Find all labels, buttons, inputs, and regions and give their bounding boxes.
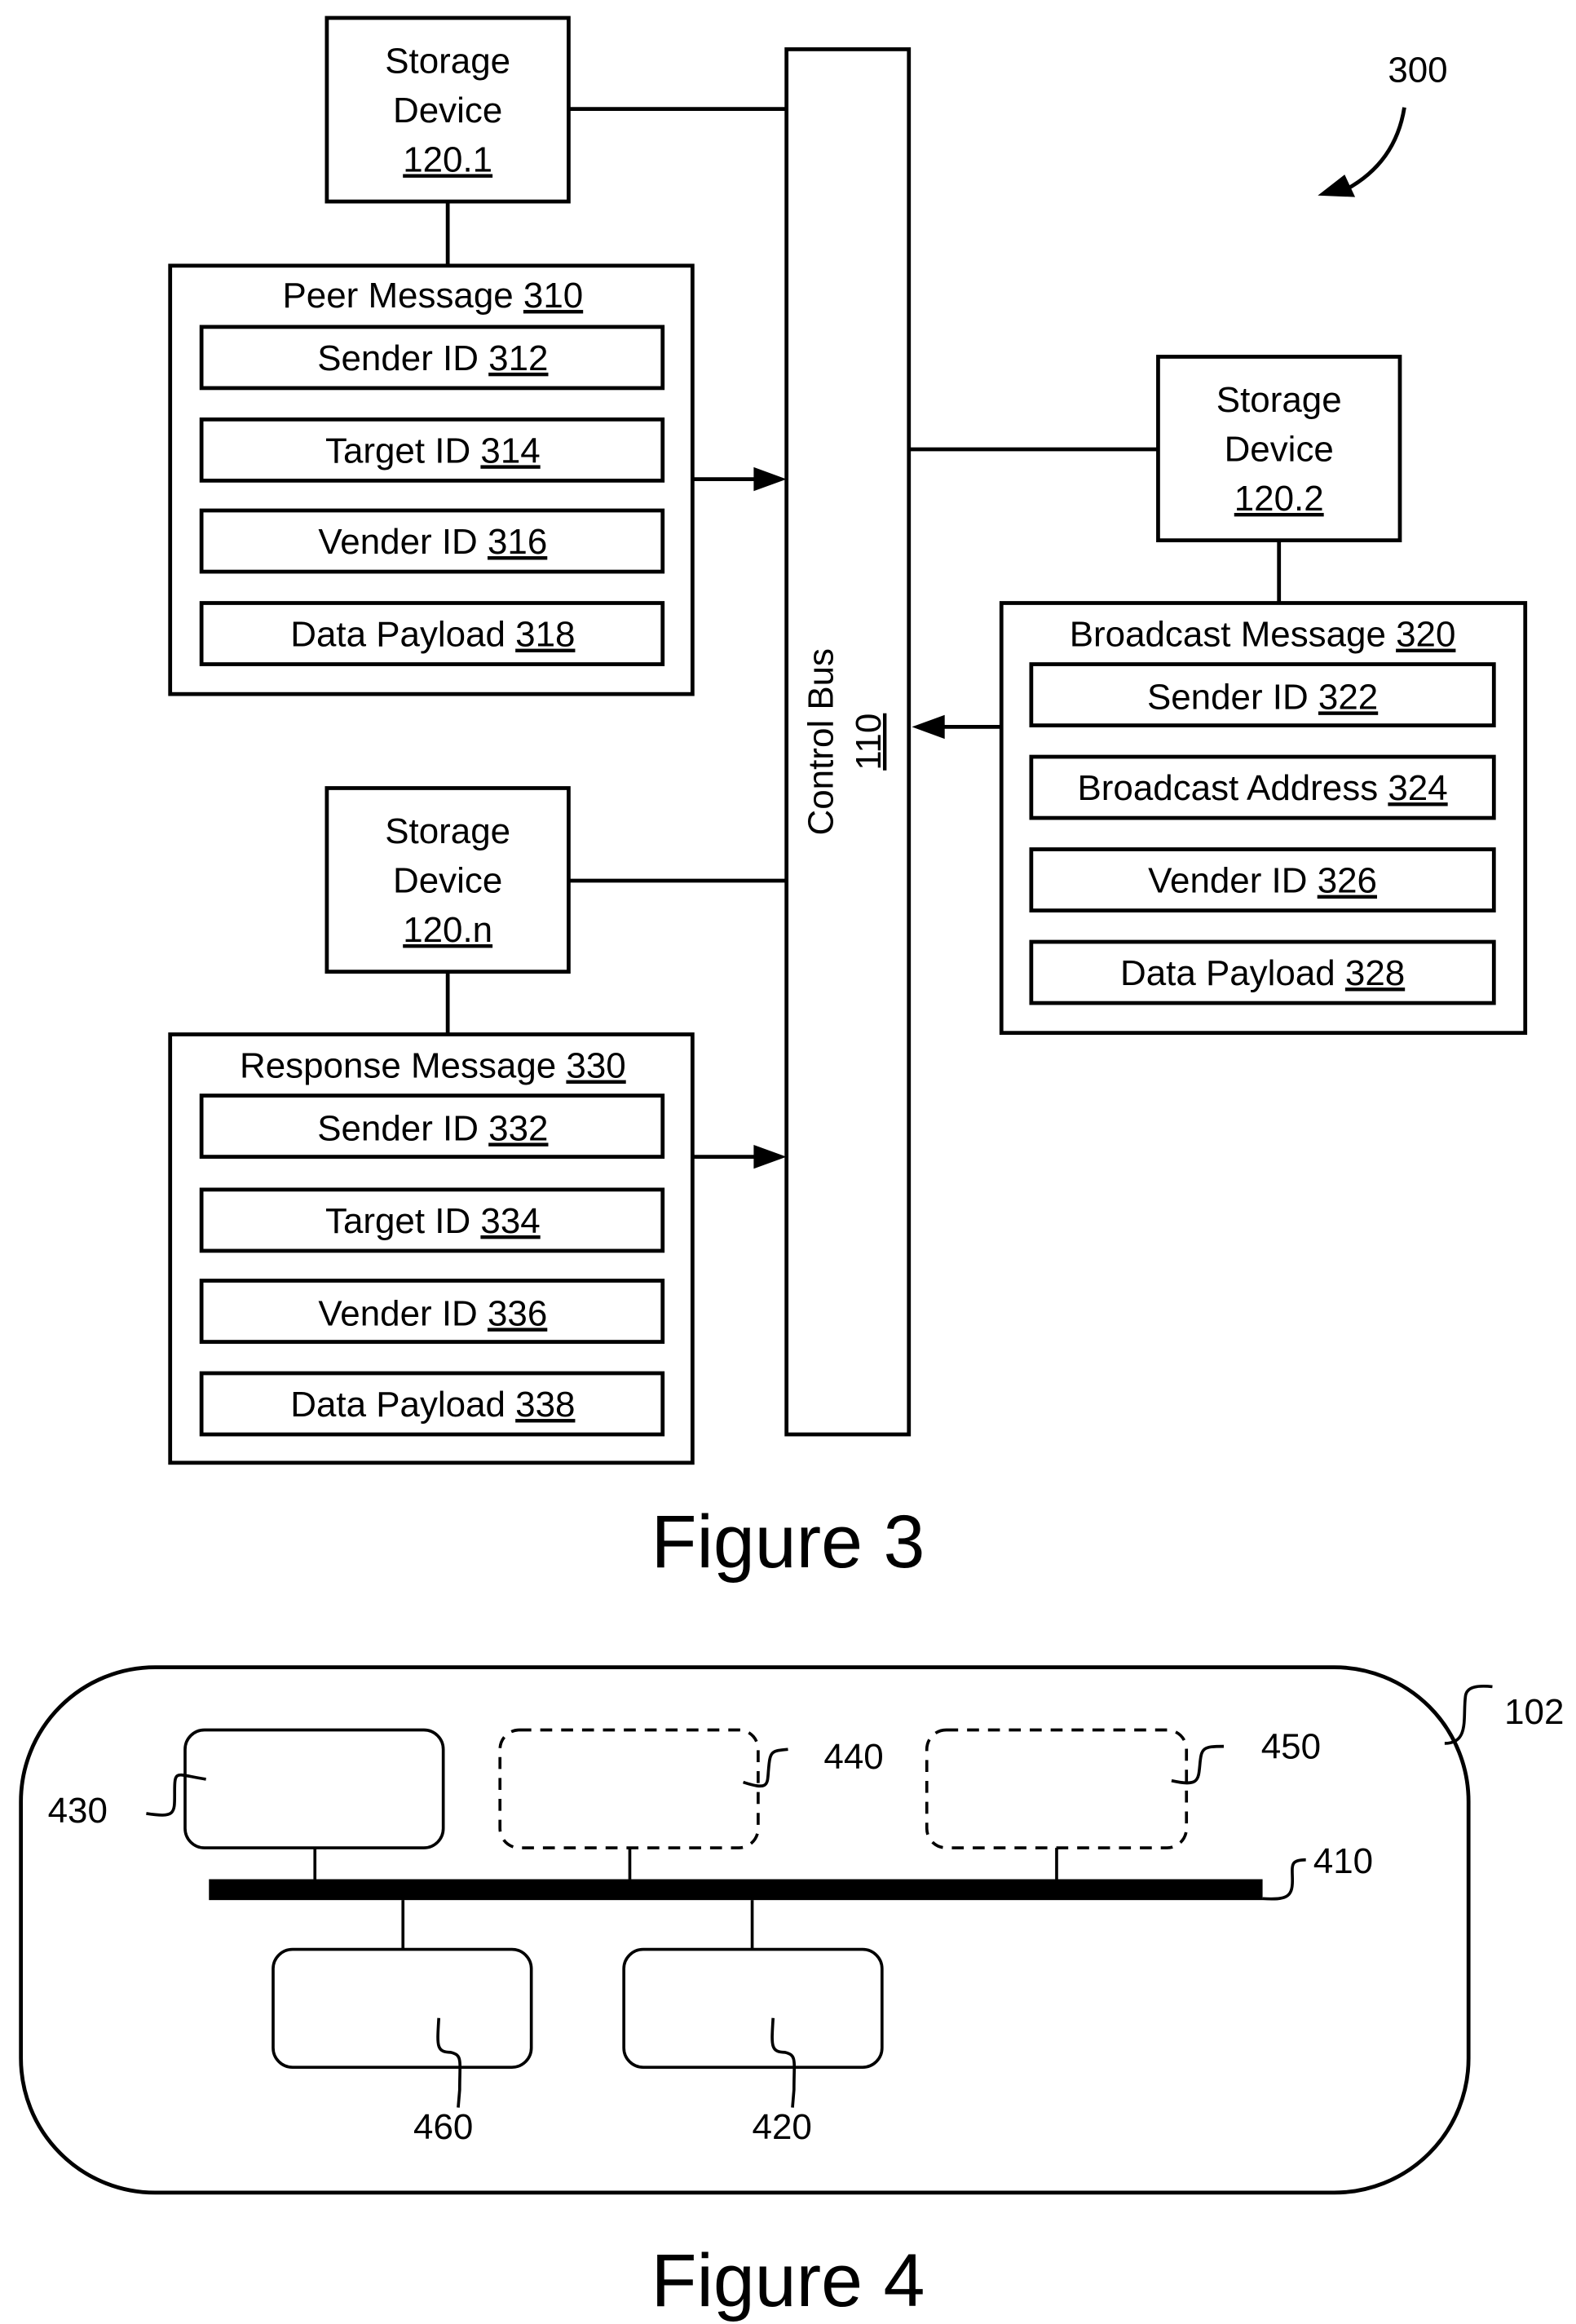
message-field: Sender ID 322 (1031, 665, 1494, 726)
peer-message-block: Peer Message 310 Sender ID 312 Target ID… (170, 266, 693, 694)
component-460 (273, 1950, 532, 2068)
message-field: Vender ID 336 (201, 1281, 663, 1342)
ref-410: 410 (1313, 1841, 1373, 1881)
figure-reference: 300 (1388, 51, 1447, 91)
message-field: Broadcast Address 324 (1031, 757, 1494, 818)
broadcast-message-block: Broadcast Message 320 Sender ID 322 Broa… (1001, 603, 1525, 1032)
message-field: Sender ID 332 (201, 1096, 663, 1157)
reference-arrow-icon (1318, 108, 1404, 197)
message-title: Peer Message (283, 276, 514, 316)
message-ref: 310 (523, 276, 583, 316)
svg-text:Vender ID 336: Vender ID 336 (318, 1293, 547, 1333)
svg-text:Device: Device (1225, 430, 1334, 470)
svg-text:Data Payload 338: Data Payload 338 (290, 1385, 575, 1425)
svg-text:Data Payload 328: Data Payload 328 (1120, 953, 1405, 993)
message-field: Data Payload 338 (201, 1373, 663, 1434)
svg-text:Device: Device (393, 861, 502, 901)
ref-450: 450 (1261, 1726, 1321, 1766)
storage-device-label: Storage (385, 42, 510, 82)
svg-text:Broadcast Address 324: Broadcast Address 324 (1077, 768, 1447, 808)
message-field: Target ID 334 (201, 1190, 663, 1251)
message-title: Broadcast Message (1070, 615, 1386, 655)
svg-text:Sender ID 332: Sender ID 332 (317, 1108, 548, 1148)
component-430 (185, 1730, 444, 1848)
control-bus-label: Control Bus (801, 648, 841, 835)
svg-text:Data Payload 318: Data Payload 318 (290, 615, 575, 655)
svg-text:Response Message 330: Response Message 330 (240, 1046, 626, 1086)
message-field: Vender ID 326 (1031, 850, 1494, 911)
svg-text:Storage: Storage (1216, 380, 1342, 420)
ref-430: 430 (48, 1791, 108, 1831)
figure-4: 102 410 430 440 450 460 420 Figure 4 (21, 1668, 1565, 2322)
svg-text:Sender ID 322: Sender ID 322 (1147, 677, 1378, 717)
arrow-to-bus (692, 1145, 786, 1169)
ref-460: 460 (413, 2107, 473, 2147)
svg-text:Vender ID 326: Vender ID 326 (1148, 861, 1377, 901)
message-field: Data Payload 318 (201, 603, 663, 664)
svg-text:Target ID 334: Target ID 334 (325, 1201, 541, 1241)
storage-device-ref: 120.2 (1234, 479, 1324, 519)
storage-device-120-1: Storage Device 120.1 (327, 18, 569, 201)
svg-text:Sender ID 312: Sender ID 312 (317, 338, 548, 378)
arrow-to-bus (912, 715, 1001, 739)
figure-3: Control Bus 110 Storage Device 120.1 Pee… (170, 18, 1525, 1584)
figure-4-caption: Figure 4 (651, 2239, 925, 2322)
svg-text:Peer Message: Peer Message 310 (283, 276, 584, 316)
bus-410 (209, 1880, 1262, 1901)
component-420 (624, 1950, 882, 2068)
storage-device-120-2: Storage Device 120.2 (1158, 356, 1400, 540)
svg-text:Broadcast Message 320: Broadcast Message 320 (1070, 615, 1456, 655)
storage-device-120-n: Storage Device 120.n (327, 788, 569, 971)
figure-3-caption: Figure 3 (651, 1500, 925, 1584)
message-field: Data Payload 328 (1031, 942, 1494, 1003)
svg-text:Vender ID 316: Vender ID 316 (318, 522, 547, 562)
response-message-block: Response Message 330 Sender ID 332 Targe… (170, 1034, 693, 1462)
storage-device-ref: 120.n (403, 910, 492, 950)
message-field: Sender ID 312 (201, 327, 663, 388)
control-bus-ref: 110 (849, 714, 889, 771)
component-450-optional (927, 1730, 1186, 1848)
message-field: Vender ID 316 (201, 510, 663, 572)
storage-device-label: Device (393, 91, 502, 130)
message-ref: 320 (1396, 615, 1455, 655)
message-field: Target ID 314 (201, 419, 663, 480)
storage-device-ref: 120.1 (403, 140, 492, 180)
message-ref: 330 (566, 1046, 625, 1086)
component-440-optional (500, 1730, 758, 1848)
svg-text:Storage: Storage (385, 811, 510, 851)
message-title: Response Message (240, 1046, 556, 1086)
ref-420: 420 (753, 2107, 812, 2147)
ref-440: 440 (823, 1737, 883, 1777)
ref-102: 102 (1504, 1692, 1564, 1732)
svg-text:Target ID 314: Target ID 314 (325, 431, 541, 471)
arrow-to-bus (692, 467, 786, 491)
